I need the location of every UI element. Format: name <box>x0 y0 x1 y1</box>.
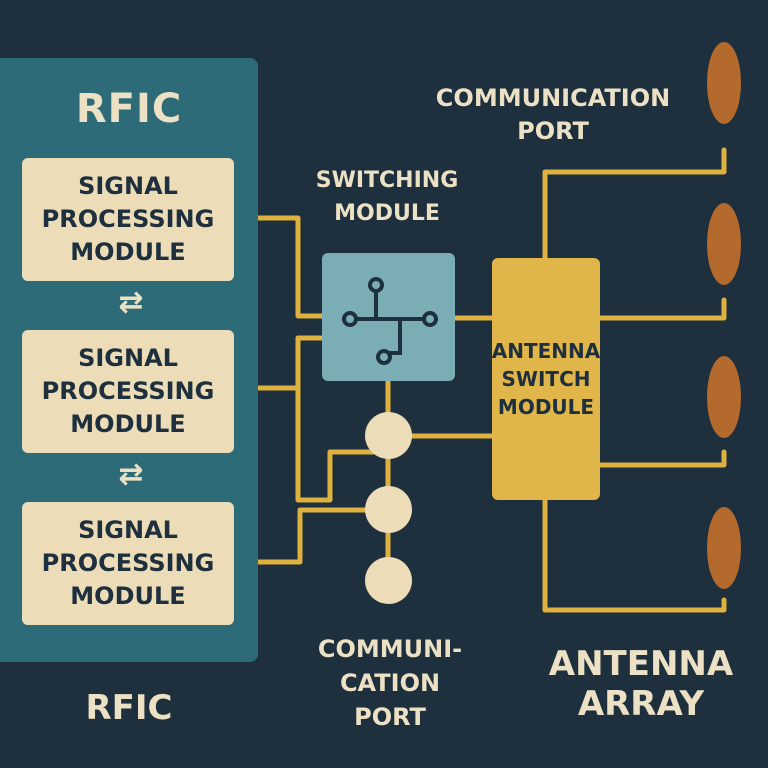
wire-asm-ant3 <box>597 449 727 468</box>
exchange-arrows-icon: ⇄ <box>118 457 144 492</box>
antenna-element-4 <box>707 507 741 589</box>
antenna-switch-module[interactable]: ANTENNA SWITCH MODULE <box>492 258 600 500</box>
communication-port-top-label: COMMUNICATION PORT <box>435 84 671 145</box>
wire-asm-top <box>542 147 727 261</box>
signal-processing-module-3[interactable]: SIGNAL PROCESSING MODULE <box>22 502 234 625</box>
communication-port-node[interactable] <box>365 412 412 459</box>
communication-port-bottom-label: COMMUNI- CATION PORT <box>317 635 463 731</box>
switch-node-icon <box>342 277 438 365</box>
switching-module[interactable] <box>322 253 455 381</box>
antenna-element-3 <box>707 356 741 438</box>
wire-spm2-switch-b <box>295 335 325 391</box>
wire-asm-ant4 <box>542 497 727 613</box>
wire-spm1-switch <box>231 215 325 319</box>
wire-spm2-switch <box>231 385 379 503</box>
rfic-title: RFIC <box>75 86 183 132</box>
wire-spm3-ports <box>231 507 379 565</box>
switching-module-label: SWITCHING MODULE <box>315 168 459 226</box>
exchange-arrows-icon: ⇄ <box>118 285 144 320</box>
signal-processing-module-1[interactable]: SIGNAL PROCESSING MODULE <box>22 158 234 281</box>
communication-port-node[interactable] <box>365 557 412 604</box>
antenna-array-label: ANTENNA ARRAY <box>548 644 734 724</box>
antenna-element-2 <box>707 203 741 285</box>
wire-asm-ant2 <box>597 297 727 321</box>
signal-processing-module-2[interactable]: SIGNAL PROCESSING MODULE <box>22 330 234 453</box>
rfic-bottom-label: RFIC <box>85 688 173 728</box>
communication-port-node[interactable] <box>365 486 412 533</box>
antenna-element-1 <box>707 42 741 124</box>
